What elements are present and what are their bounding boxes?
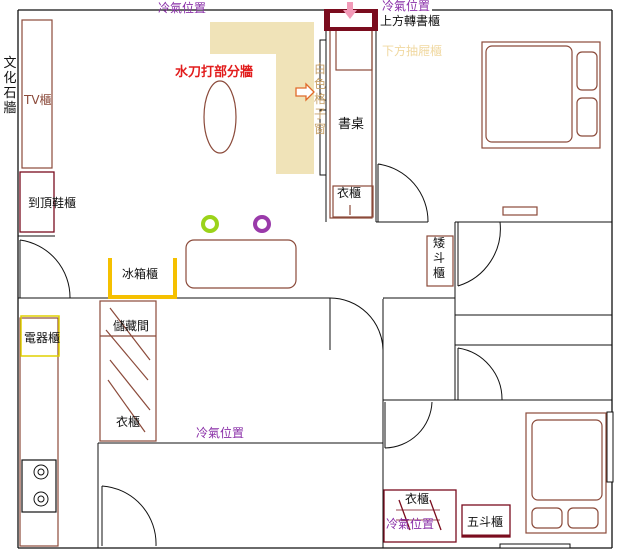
white-grille-window-label: 白色格子窗 xyxy=(314,62,327,136)
five-drawer-chest-label: 五斗櫃 xyxy=(467,515,504,529)
shoe-cabinet-label: 到頂鞋櫃 xyxy=(28,196,77,210)
windows xyxy=(319,39,614,549)
bottom-wardrobe-label: 衣櫃 xyxy=(405,492,430,506)
appliance-cabinet-label: 電器櫃 xyxy=(24,331,61,345)
interior-walls xyxy=(18,10,612,548)
dark-cabinets xyxy=(19,171,511,543)
ac-position-top-right: 冷氣位置 xyxy=(382,0,431,13)
upper-corner-bookcase-label: 上方轉書櫃 xyxy=(380,14,441,28)
water-knife-wall-label: 水刀打部分牆 xyxy=(175,65,254,80)
purple-ring xyxy=(253,215,271,233)
furniture xyxy=(19,19,607,547)
orange-arrow-icon xyxy=(295,82,315,102)
green-ring xyxy=(201,215,219,233)
stove-burner-icon xyxy=(33,464,49,507)
fridge-cabinet-outline xyxy=(108,258,177,299)
lower-drawer-cabinet-label: 下方抽屜櫃 xyxy=(382,44,443,58)
storage-room-label: 儲藏間 xyxy=(113,319,150,333)
ac-position-middle: 冷氣位置 xyxy=(196,426,245,440)
low-chest-label: 矮斗櫃 xyxy=(432,236,445,280)
fridge-cabinet-label: 冰箱櫃 xyxy=(122,267,159,281)
ac-position-bottom: 冷氣位置 xyxy=(386,517,435,531)
pink-down-arrow-icon xyxy=(343,2,357,19)
appliance-cabinet-outline xyxy=(20,315,60,357)
left-wardrobe-label: 衣櫃 xyxy=(116,415,141,429)
doors xyxy=(19,163,503,547)
tv-cabinet-label: TV櫃 xyxy=(24,93,52,107)
ac-position-top-left: 冷氣位置 xyxy=(158,1,207,15)
study-wardrobe-label: 衣櫃 xyxy=(337,186,362,200)
cultured-stone-wall-label: 文化石牆 xyxy=(3,56,17,116)
desk-label: 書桌 xyxy=(338,117,365,132)
